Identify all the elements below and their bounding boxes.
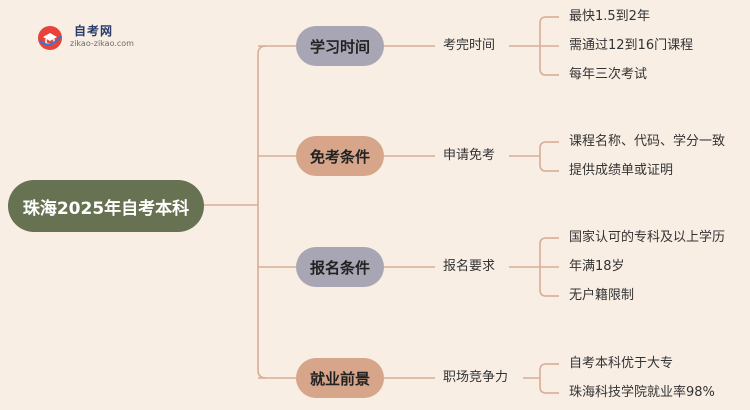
leaf-node: 课程名称、代码、学分一致 <box>569 134 726 149</box>
leaf-node: 无户籍限制 <box>569 288 635 303</box>
leaf-node: 最快1.5到2年 <box>569 9 650 24</box>
root-node: 珠海2025年自考本科 <box>8 180 204 232</box>
leaf-bracket <box>539 363 547 394</box>
sub-node: 职场竞争力 <box>443 370 509 385</box>
category-node: 学习时间 <box>296 26 384 66</box>
logo: 自考网 zikao-zikao.com <box>36 22 156 54</box>
graduation-cap-icon <box>38 26 62 50</box>
leaf-node: 需通过12到16门课程 <box>569 38 694 53</box>
sub-node: 考完时间 <box>443 38 496 53</box>
logo-name: 自考网 <box>74 24 114 38</box>
category-node: 就业前景 <box>296 358 384 398</box>
leaf-node: 提供成绩单或证明 <box>569 163 674 178</box>
leaf-bracket <box>539 141 547 172</box>
leaf-node: 自考本科优于大专 <box>569 356 674 371</box>
sub-node: 申请免考 <box>443 148 496 163</box>
category-node: 报名条件 <box>296 247 384 287</box>
trunk-connector <box>257 45 267 379</box>
leaf-node: 珠海科技学院就业率98% <box>569 385 715 400</box>
category-node: 免考条件 <box>296 136 384 176</box>
leaf-node: 国家认可的专科及以上学历 <box>569 230 726 245</box>
leaf-node: 每年三次考试 <box>569 67 648 82</box>
leaf-node: 年满18岁 <box>569 259 625 274</box>
logo-url: zikao-zikao.com <box>70 39 134 48</box>
sub-node: 报名要求 <box>443 259 496 274</box>
